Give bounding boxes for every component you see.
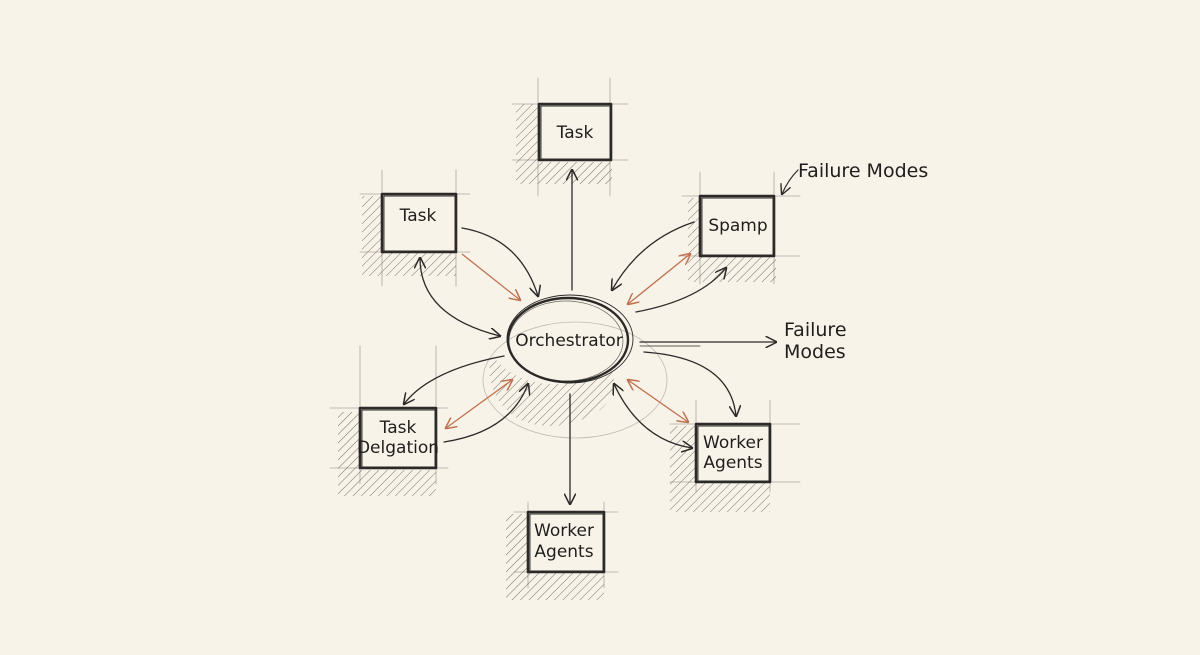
spamp-label: Spamp (708, 216, 767, 236)
failure-modes-right-line1: Failure (784, 319, 847, 341)
worker-agents-bottom-node: Worker Agents (506, 501, 619, 600)
connectors (404, 169, 799, 504)
failure-modes-top-label: Failure Modes (798, 160, 928, 182)
arrow-spamp-lower (635, 268, 726, 313)
arrow-failure-modes-top (782, 169, 799, 194)
task-delegation-node: Task Delgation (329, 345, 449, 496)
task-top-label: Task (556, 123, 594, 143)
task-left-node: Task (359, 169, 471, 287)
worker-right-line2: Agents (703, 453, 762, 473)
task-delegation-line1: Task (379, 418, 417, 438)
task-left-label: Task (399, 206, 437, 226)
arrow-task-left-loop (420, 258, 500, 336)
worker-agents-right-node: Worker Agents (669, 399, 801, 512)
worker-bottom-line1: Worker (534, 521, 594, 541)
task-top-node: Task (511, 77, 629, 197)
arrow-worker-right-loop (614, 384, 692, 448)
arrow-task-left-red (461, 253, 520, 300)
failure-modes-right-line2: Modes (784, 341, 846, 363)
arrow-spamp-to-orchestrator (612, 221, 695, 290)
arrow-worker-right-red (628, 380, 688, 422)
arrow-spamp-red (628, 254, 690, 304)
worker-right-line1: Worker (703, 433, 763, 453)
arrow-task-left-to-orchestrator (461, 227, 538, 296)
arrow-task-delegation-to-orchestrator (443, 384, 528, 443)
orchestrator-node: Orchestrator (482, 294, 668, 439)
worker-bottom-line2: Agents (534, 542, 593, 562)
arrow-task-delegation-red (446, 380, 512, 428)
spamp-node: Spamp (681, 171, 801, 285)
task-delegation-line2: Delgation (357, 438, 439, 458)
arrow-to-task-delegation (404, 355, 505, 404)
arrow-to-worker-right (643, 351, 736, 416)
orchestrator-label: Orchestrator (515, 331, 623, 351)
